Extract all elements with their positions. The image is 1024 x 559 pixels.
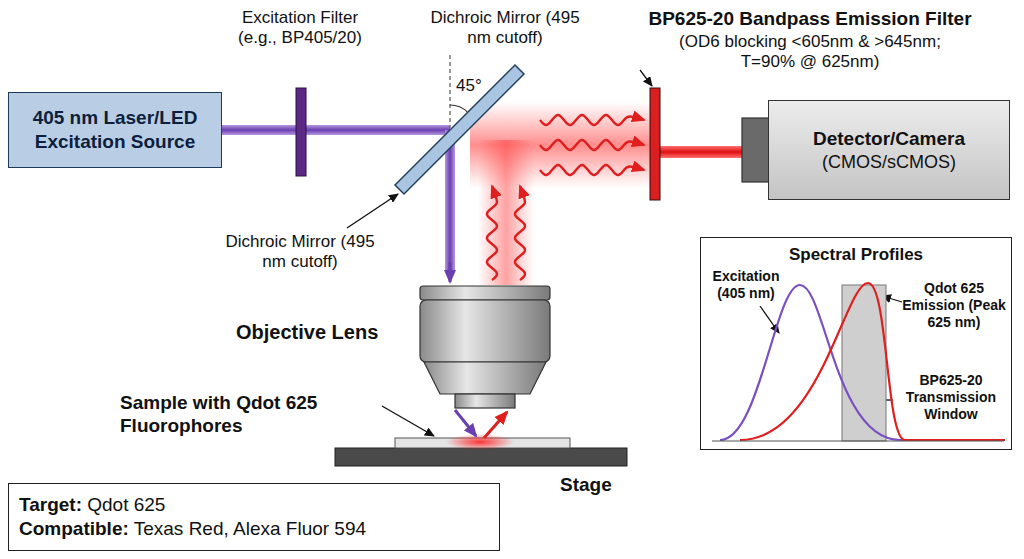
emission-wave bbox=[487, 186, 497, 280]
objective-lens bbox=[420, 286, 550, 300]
filter-label: Excitation Filter (e.g., BP405/20) bbox=[225, 8, 375, 49]
curve-label: Qdot 625 Emission (Peak 625 nm) bbox=[900, 280, 1008, 330]
excitation-beam bbox=[449, 262, 452, 282]
sample-label: Sample with Qdot 625 Fluorophores bbox=[120, 392, 385, 438]
objective-lens bbox=[420, 300, 550, 362]
spectral-plot bbox=[712, 441, 1004, 442]
filter-spec: (OD6 blocking <605nm & >645nm; T=90% @ 6… bbox=[675, 32, 945, 73]
stage-label: Stage bbox=[560, 474, 630, 497]
sample-stage bbox=[446, 434, 514, 450]
mirror-label: Dichroic Mirror (495 nm cutoff) bbox=[225, 232, 375, 273]
excitation-filter bbox=[296, 88, 306, 176]
leader-line bbox=[640, 70, 652, 86]
window-label: BP625-20 Transmission Window bbox=[895, 372, 1007, 422]
node-text: (CMOS/sCMOS) bbox=[777, 151, 1001, 174]
objective-lens bbox=[420, 286, 550, 408]
detector-box: Detector/Camera(CMOS/sCMOS) bbox=[768, 100, 1010, 200]
objective-lens bbox=[455, 394, 515, 408]
angle-label: 45° bbox=[456, 76, 496, 96]
excitation-beam bbox=[222, 125, 455, 282]
emission-filter bbox=[650, 88, 660, 200]
dichroic-mirror bbox=[450, 105, 468, 112]
objective-label: Objective Lens bbox=[236, 320, 411, 344]
emission-wave bbox=[540, 165, 644, 175]
node-text: Spectral Profiles bbox=[709, 244, 1003, 265]
emission-wave bbox=[540, 140, 644, 150]
node-text: Target: Qdot 625 bbox=[19, 493, 489, 517]
curve-label: Excitation (405 nm) bbox=[705, 268, 787, 302]
mirror-label: Dichroic Mirror (495 nm cutoff) bbox=[430, 8, 580, 49]
node-text: Detector/Camera bbox=[777, 127, 1001, 151]
emission-wave bbox=[540, 115, 644, 125]
excitation-beam bbox=[222, 125, 450, 135]
info-box: Target: Qdot 625Compatible: Texas Red, A… bbox=[8, 483, 500, 551]
dichroic-mirror bbox=[449, 55, 450, 128]
sample-stage bbox=[335, 448, 627, 466]
objective-lens bbox=[424, 362, 546, 394]
dichroic-mirror bbox=[395, 65, 524, 194]
emission-wave bbox=[487, 115, 644, 280]
filter-title: BP625-20 Bandpass Emission Filter bbox=[630, 8, 990, 31]
dichroic-mirror bbox=[395, 55, 524, 194]
sample-stage bbox=[484, 412, 507, 438]
leader-line bbox=[347, 194, 398, 228]
sample-stage bbox=[455, 410, 476, 436]
node-text: 405 nm Laser/LED Excitation Source bbox=[17, 106, 213, 154]
sample-stage bbox=[335, 410, 627, 466]
node-text: Compatible: Texas Red, Alexa Fluor 594 bbox=[19, 517, 489, 541]
emission-glow bbox=[470, 102, 650, 188]
leader-line bbox=[382, 406, 434, 436]
detector-lens bbox=[742, 118, 770, 182]
emission-wave bbox=[515, 186, 525, 280]
source-box: 405 nm Laser/LED Excitation Source bbox=[8, 92, 222, 168]
emission-glow bbox=[470, 102, 650, 285]
